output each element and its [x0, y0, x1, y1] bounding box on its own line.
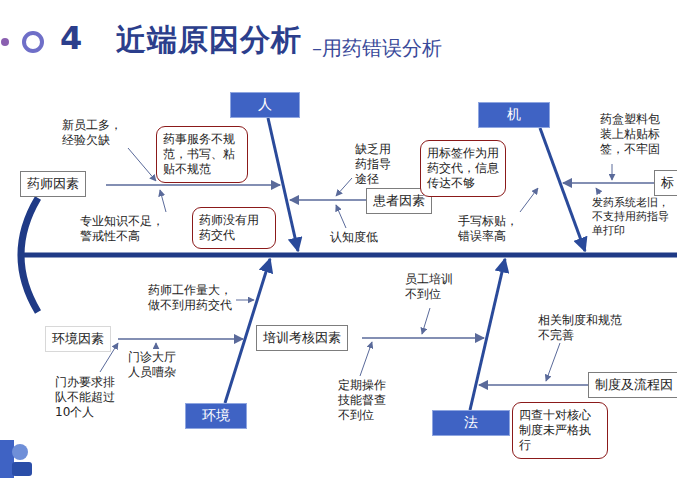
sub-bone-line	[563, 182, 654, 184]
node-text: 四查十对核心制度未严格执行	[519, 408, 601, 453]
leader-arrow	[520, 188, 538, 212]
node-text: 环境	[202, 407, 230, 425]
dot-ornament	[1, 38, 9, 46]
cause-note: 门诊大厅人员嘈杂	[128, 350, 180, 380]
page-title: 近端原因分析	[116, 20, 302, 61]
category-box: 机	[478, 102, 550, 128]
node-text: 环境因素	[52, 331, 104, 347]
bone-line	[540, 128, 585, 251]
leader-arrow	[546, 343, 560, 381]
cause-note: 手写标贴，错误率高	[458, 214, 522, 244]
cause-note: 发药系统老旧，不支持用药指导单打印	[592, 196, 672, 237]
leader-arrow	[128, 148, 156, 181]
leader-arrow	[336, 205, 346, 228]
cause-note: 专业知识不足，警戒性不高	[80, 214, 168, 244]
factor-box: 环境因素	[45, 326, 111, 352]
node-text: 药师没有用药交代	[199, 213, 269, 243]
node-text: 机	[507, 106, 521, 124]
highlight-box: 四查十对核心制度未严格执行	[512, 402, 608, 459]
factor-box: 标	[654, 170, 677, 196]
section-number: 4	[60, 18, 82, 58]
sub-bone-line	[118, 338, 243, 340]
spine-line	[20, 253, 677, 258]
node-text: 法	[464, 414, 478, 432]
sub-bone-line	[362, 337, 484, 339]
cause-note: 认知度低	[330, 230, 390, 245]
node-text: 药师因素	[27, 176, 79, 192]
node-text: 培训考核因素	[263, 330, 341, 346]
leader-arrow	[336, 178, 352, 196]
cause-note: 门办要求排队不能超过10个人	[55, 375, 119, 420]
page-subtitle: –用药错误分析	[312, 36, 442, 61]
leader-arrow	[236, 300, 254, 301]
cause-note: 缺乏用药指导途径	[355, 142, 395, 187]
node-text: 标	[661, 175, 677, 191]
category-box: 法	[432, 410, 510, 436]
cause-note: 药师工作量大，做不到用药交代	[148, 283, 234, 313]
cause-note: 新员工多，经验欠缺	[62, 118, 126, 148]
leader-arrow	[422, 308, 430, 334]
factor-box: 药师因素	[20, 171, 86, 197]
highlight-box: 用标签作为用药交代，信息传达不够	[420, 140, 506, 197]
leader-arrow	[160, 190, 166, 212]
sub-bone-line	[106, 184, 280, 186]
sub-bone-line	[290, 199, 366, 201]
highlight-box: 药师没有用药交代	[192, 207, 276, 249]
leader-arrow	[612, 164, 613, 180]
corner-illustration	[0, 440, 32, 478]
node-text: 患者因素	[373, 193, 425, 209]
leader-arrow	[596, 188, 600, 194]
bone-line	[470, 259, 505, 410]
sub-bone-line	[479, 384, 588, 386]
leader-arrow	[360, 342, 372, 376]
cause-note: 药盒塑料包装上粘贴标签，不牢固	[600, 112, 664, 157]
ring-ornament	[24, 33, 42, 51]
node-text: 用标签作为用药交代，信息传达不够	[427, 146, 499, 191]
category-box: 环境	[185, 403, 247, 429]
highlight-box: 药事服务不规范，书写、粘贴不规范	[156, 126, 248, 183]
factor-box: 培训考核因素	[256, 325, 348, 351]
cause-note: 员工培训不到位	[405, 272, 457, 302]
category-box: 人	[230, 92, 300, 118]
factor-box: 制度及流程因	[588, 372, 677, 398]
node-text: 制度及流程因	[595, 377, 677, 393]
cause-note: 定期操作技能督查不到位	[338, 378, 390, 423]
node-text: 药事服务不规范，书写、粘贴不规范	[163, 132, 241, 177]
cause-note: 相关制度和规范不完善	[538, 313, 626, 343]
node-text: 人	[258, 96, 272, 114]
leader-arrow	[156, 343, 157, 348]
